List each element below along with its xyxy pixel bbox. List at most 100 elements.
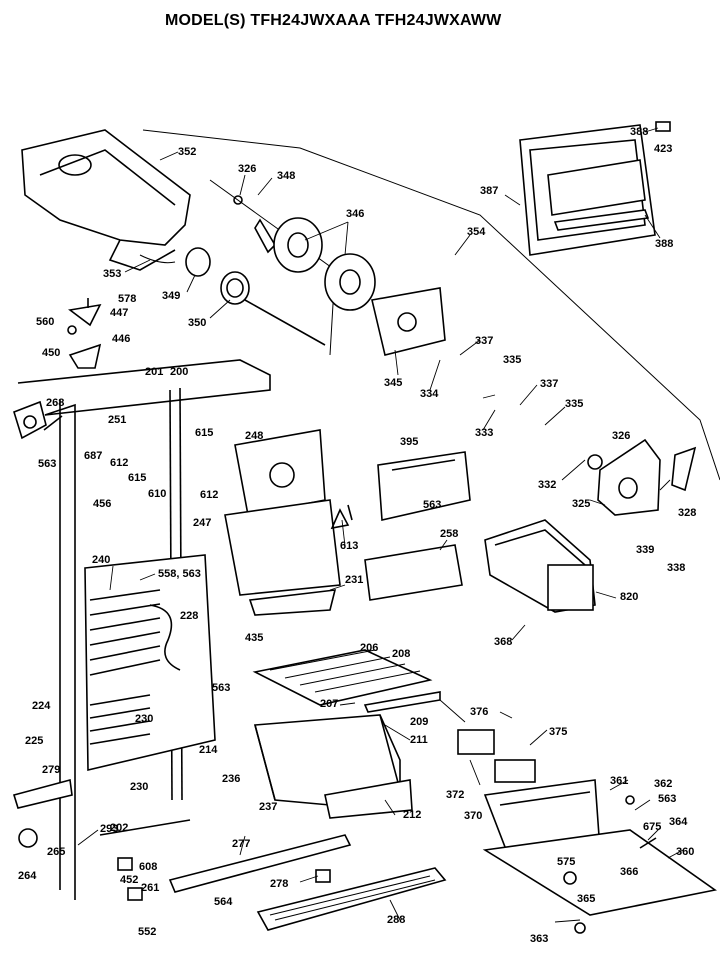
model-title: MODEL(S) TFH24JWXAAA TFH24JWXAWW (165, 12, 502, 29)
thermostat (13, 400, 63, 440)
part-label: 258 (440, 528, 459, 540)
part-label: 240 (92, 554, 111, 566)
part-label: 202 (110, 822, 129, 834)
part-label: 264 (18, 870, 37, 882)
part-label: 230 (135, 713, 154, 725)
control-cover (364, 544, 463, 601)
support-rail (168, 834, 352, 893)
part-label: 337 (540, 378, 559, 390)
part-label: 350 (188, 317, 207, 329)
part-label: 388 (630, 126, 649, 138)
mold-housing (587, 438, 697, 516)
part-label: 365 (577, 893, 596, 905)
base-plate (482, 829, 717, 916)
part-label: 387 (480, 185, 499, 197)
part-label: 372 (446, 789, 465, 801)
part-label: 339 (636, 544, 655, 556)
part-label: 236 (222, 773, 241, 785)
part-label: 247 (193, 517, 212, 529)
part-label: 208 (392, 648, 411, 660)
part-label: 337 (475, 335, 494, 347)
part-label: 563 (38, 458, 57, 470)
mounting-brackets (67, 298, 102, 369)
part-label: 211 (410, 734, 428, 746)
part-label: 563 (658, 793, 677, 805)
control-board (377, 451, 471, 521)
dispenser-door (519, 121, 671, 256)
part-label: 354 (467, 226, 486, 238)
part-label: 450 (42, 347, 61, 359)
part-label: 615 (128, 472, 147, 484)
part-label: 578 (118, 293, 137, 305)
part-label: 395 (400, 436, 419, 448)
part-label: 388 (655, 238, 674, 250)
part-label: 231 (345, 574, 364, 586)
part-label: 207 (320, 698, 339, 710)
part-label: 363 (530, 933, 549, 945)
part-label: 345 (384, 377, 403, 389)
part-label: 610 (148, 488, 167, 500)
part-label: 456 (93, 498, 112, 510)
compressor-relay (457, 729, 536, 783)
part-label: 335 (503, 354, 522, 366)
part-label: 575 (557, 856, 576, 868)
part-label: 370 (464, 810, 483, 822)
crisper-drawer (253, 714, 413, 819)
evaporator-fan (330, 504, 353, 530)
icemaker (484, 519, 596, 613)
part-label: 326 (238, 163, 257, 175)
part-label: 366 (620, 866, 639, 878)
part-label: 335 (565, 398, 584, 410)
part-label: 326 (612, 430, 631, 442)
part-label: 446 (112, 333, 131, 345)
part-label: 346 (346, 208, 365, 220)
small-parts (18, 795, 657, 934)
part-label: 230 (130, 781, 149, 793)
part-label: 333 (475, 427, 494, 439)
part-label: 261 (141, 882, 160, 894)
part-label: 362 (654, 778, 673, 790)
part-label: 224 (32, 700, 51, 712)
part-label: 612 (110, 457, 129, 469)
part-label: 452 (120, 874, 139, 886)
part-label: 279 (42, 764, 61, 776)
part-label: 360 (676, 846, 695, 858)
condenser-coil (256, 867, 447, 931)
fan-blades (233, 195, 376, 311)
part-label: 277 (232, 838, 251, 850)
part-label: 325 (572, 498, 591, 510)
part-label: 338 (667, 562, 686, 574)
motor-bracket (371, 287, 446, 356)
part-label: 288 (387, 914, 406, 926)
part-label: 558, 563 (158, 568, 201, 580)
part-label: 563 (423, 499, 442, 511)
part-label: 375 (549, 726, 568, 738)
part-label: 675 (643, 821, 662, 833)
air-duct (224, 429, 341, 616)
part-label: 206 (360, 642, 379, 654)
part-label: 237 (259, 801, 278, 813)
part-label: 552 (138, 926, 157, 938)
part-label: 212 (403, 809, 422, 821)
part-label: 352 (178, 146, 197, 158)
part-label: 209 (410, 716, 429, 728)
part-label: 447 (110, 307, 129, 319)
part-label: 251 (108, 414, 127, 426)
part-label: 328 (678, 507, 697, 519)
part-label: 214 (199, 744, 218, 756)
part-label: 293 (100, 823, 119, 835)
part-label: 248 (245, 430, 264, 442)
part-label: 423 (654, 143, 673, 155)
part-label: 201 (145, 366, 164, 378)
bottom-bracket (12, 778, 73, 809)
part-label: 278 (270, 878, 289, 890)
part-label: 353 (103, 268, 122, 280)
part-label: 368 (494, 636, 513, 648)
part-label: 563 (212, 682, 231, 694)
part-label: 268 (46, 397, 65, 409)
part-label: 687 (84, 450, 103, 462)
part-label: 560 (36, 316, 55, 328)
wire-shelf (252, 649, 441, 713)
